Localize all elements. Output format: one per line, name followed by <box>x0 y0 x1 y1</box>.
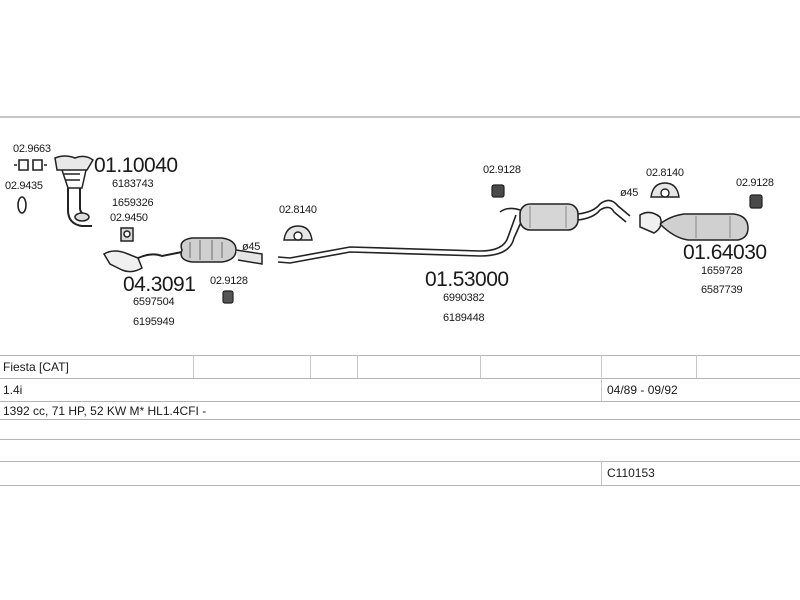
part-ref-02-9128: 02.9128 <box>483 164 521 176</box>
oem-number: 6189448 <box>443 312 485 324</box>
centre-silencer-01-53000-icon <box>277 199 631 264</box>
hanger-02-8140-icon <box>283 225 313 241</box>
gasket-02-9450-icon <box>120 227 134 242</box>
clamp-02-9435-icon <box>17 196 27 214</box>
front-pipe-01-10040-icon <box>54 155 94 227</box>
part-ref-01-64030: 01.64030 <box>683 241 767 264</box>
clamp-02-9128-rear-icon <box>749 194 763 209</box>
pipe-diameter: ø45 <box>242 241 261 253</box>
catalyst-04-3091-icon <box>102 237 263 273</box>
hanger-02-9128-icon <box>491 184 505 198</box>
oem-number: 6183743 <box>112 178 154 190</box>
pipe-diameter: ø45 <box>620 187 639 199</box>
part-ref-04-3091: 04.3091 <box>123 273 196 296</box>
part-ref-02-9663: 02.9663 <box>13 143 51 155</box>
engine-spec: 1392 cc, 71 HP, 52 KW M* HL1.4CFI - <box>3 404 207 418</box>
engine-type: 1.4i <box>3 383 23 397</box>
part-ref-02-9450: 02.9450 <box>110 212 148 224</box>
production-years: 04/89 - 09/92 <box>607 383 678 397</box>
part-ref-02-9128: 02.9128 <box>210 275 248 287</box>
vehicle-model: Fiesta [CAT] <box>3 360 69 374</box>
part-ref-02-9435: 02.9435 <box>5 180 43 192</box>
kit-code: C110153 <box>607 466 655 480</box>
part-ref-01-10040: 01.10040 <box>94 154 178 177</box>
part-ref-02-8140: 02.8140 <box>279 204 317 216</box>
part-ref-02-9128: 02.9128 <box>736 177 774 189</box>
oem-number: 6990382 <box>443 292 485 304</box>
clamp-02-9128-icon <box>222 290 234 304</box>
hanger-02-8140-rear-icon <box>650 182 680 198</box>
oem-number: 6587739 <box>701 284 743 296</box>
oem-number: 1659728 <box>701 265 743 277</box>
oem-number: 6597504 <box>133 296 175 308</box>
oem-number: 1659326 <box>112 197 154 209</box>
oem-number: 6195949 <box>133 316 175 328</box>
part-ref-02-8140: 02.8140 <box>646 167 684 179</box>
part-ref-01-53000: 01.53000 <box>425 268 509 291</box>
rear-silencer-01-64030-icon <box>639 211 749 241</box>
clamp-02-9663-icon <box>14 159 47 171</box>
